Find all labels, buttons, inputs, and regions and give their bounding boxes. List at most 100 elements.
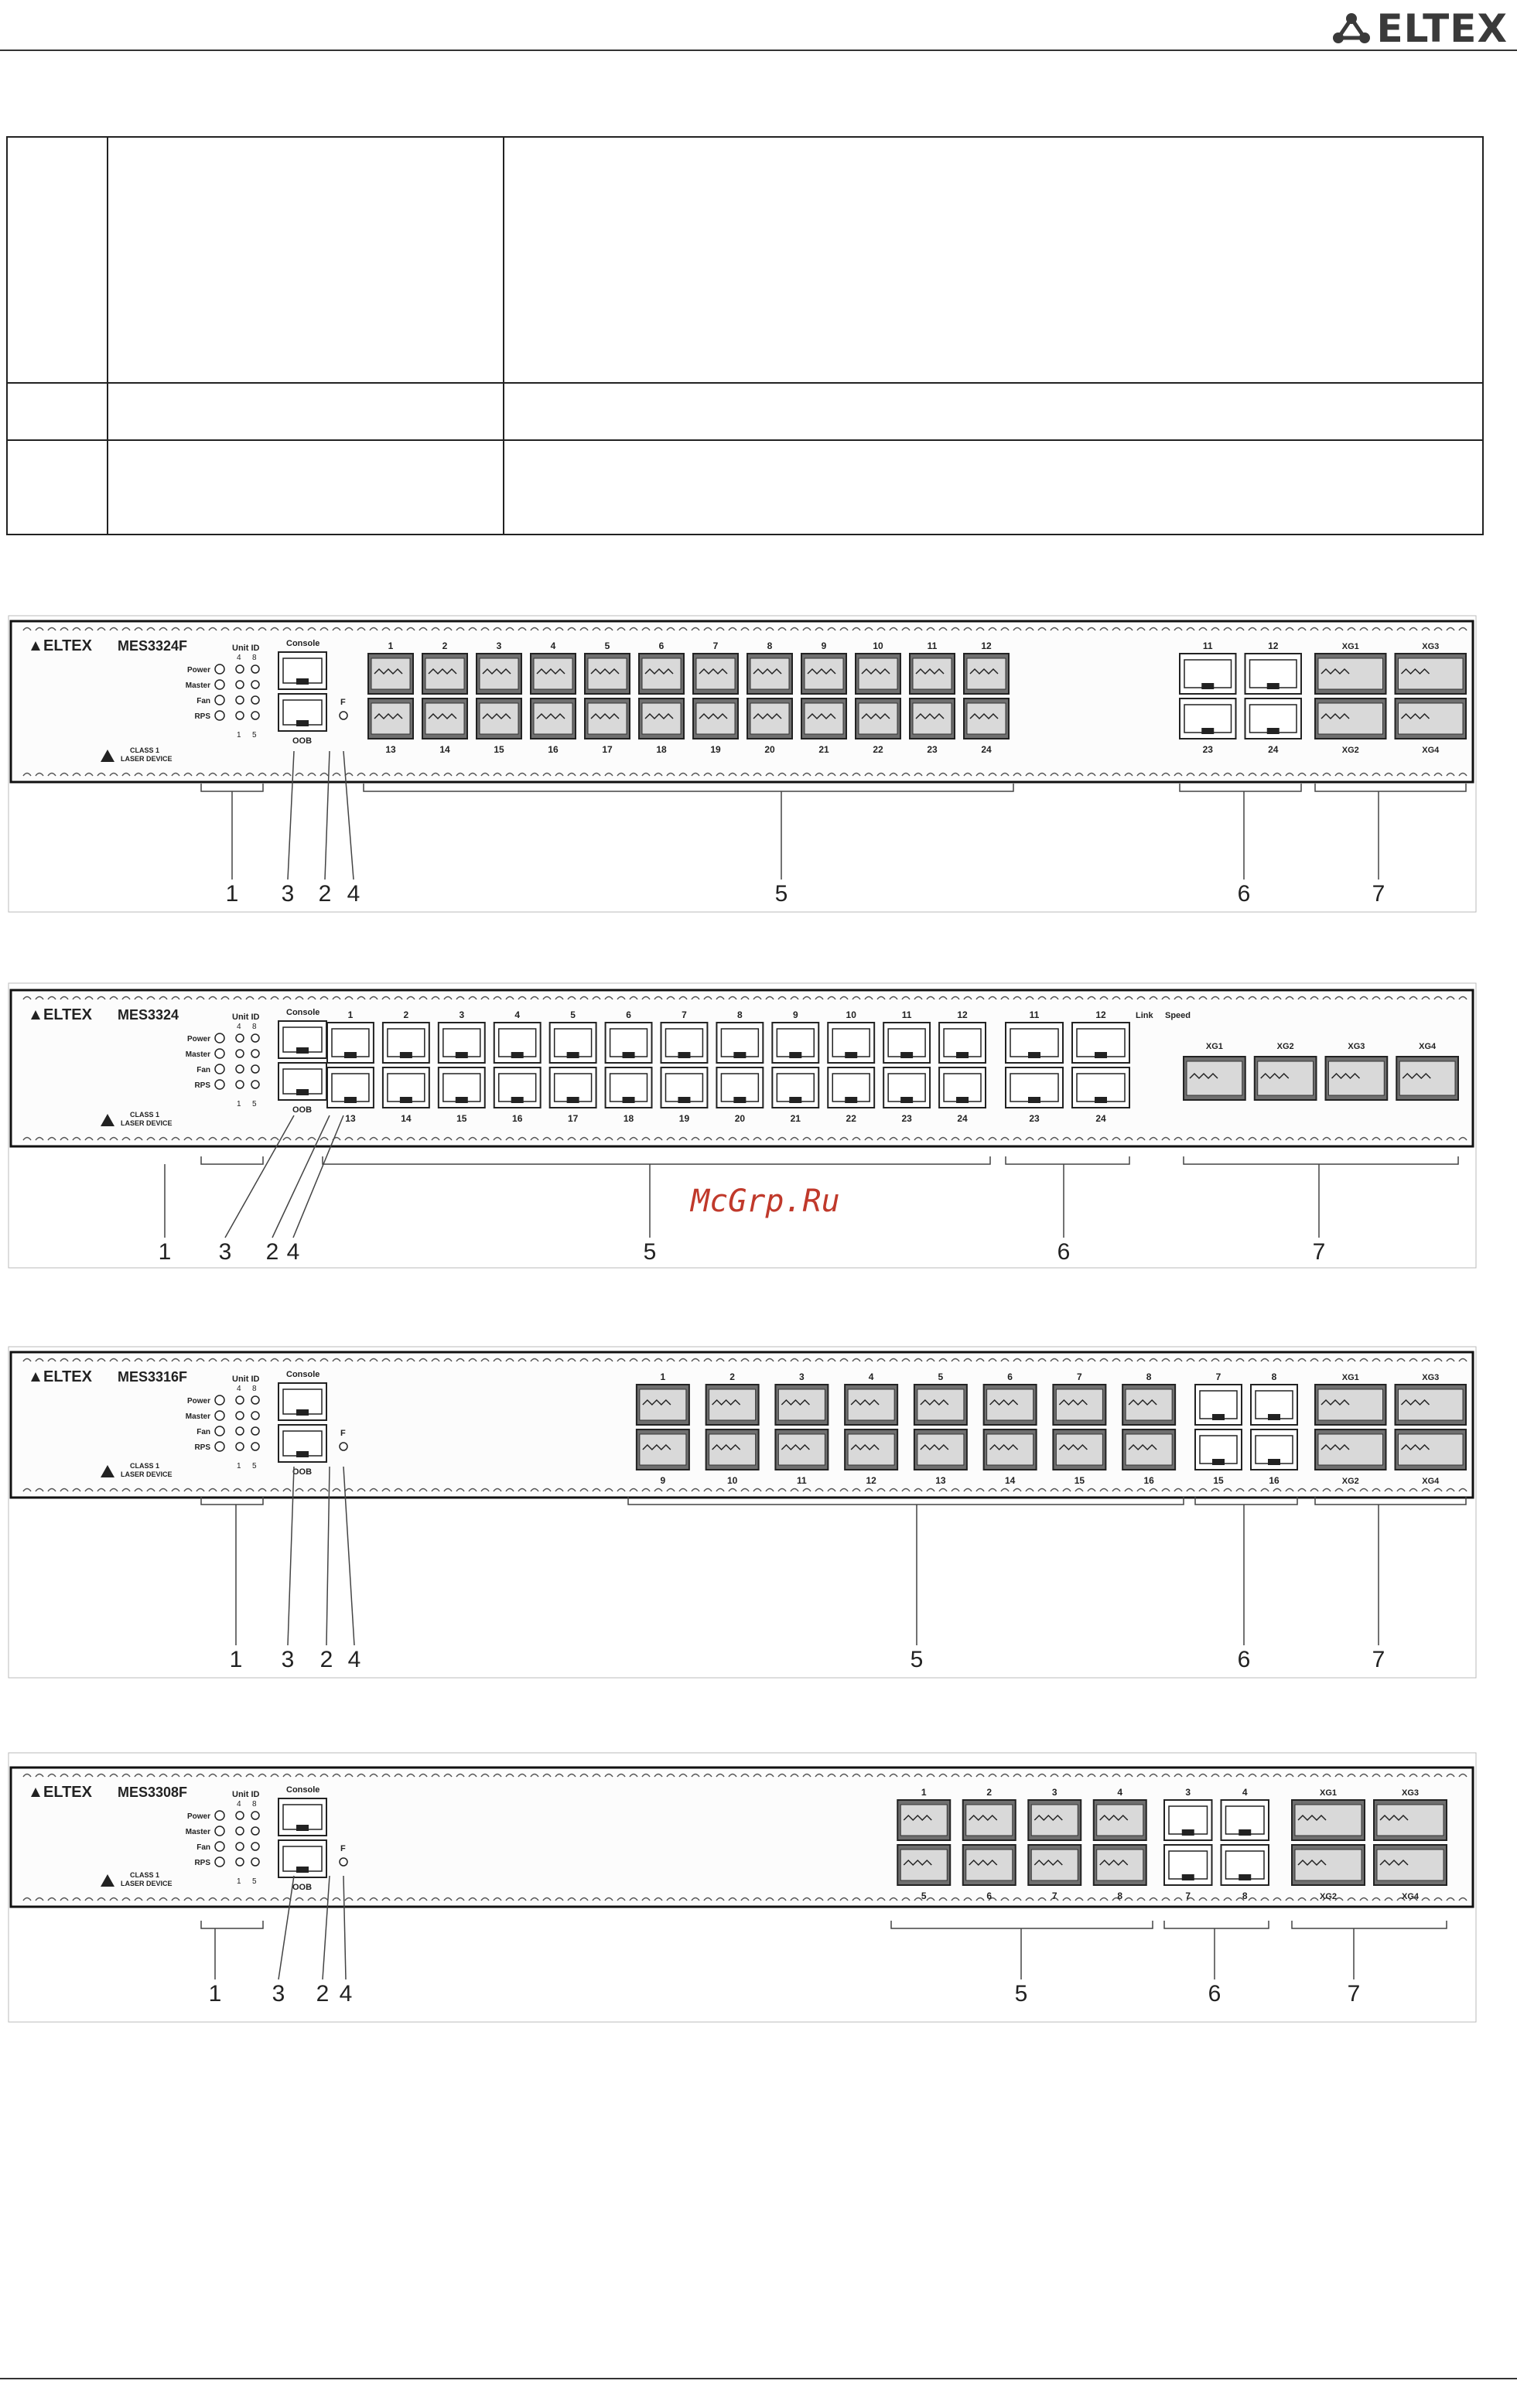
vent-hole-bottom <box>963 1136 972 1141</box>
vent-hole-top <box>852 1773 861 1778</box>
port-number-bottom: 16 <box>1143 1475 1154 1486</box>
port-top-latch <box>566 1052 579 1058</box>
vent-hole-bottom <box>654 1136 663 1141</box>
callout-number: 2 <box>266 1239 279 1265</box>
port-number-top: 1 <box>348 1009 354 1020</box>
vent-hole-top <box>406 1773 415 1778</box>
vent-hole-bottom <box>839 1897 849 1901</box>
vent-hole-top <box>901 627 911 631</box>
vent-hole-bottom <box>505 1136 514 1141</box>
vent-hole-top <box>1112 627 1121 631</box>
callout-bracket <box>1291 1921 1447 1929</box>
vent-hole-bottom <box>159 1487 168 1492</box>
port-number-bottom: 24 <box>957 1113 968 1124</box>
vent-hole-bottom <box>1075 1136 1084 1141</box>
vent-hole-top <box>208 996 217 1000</box>
vent-hole-bottom <box>963 1487 972 1492</box>
vent-hole-bottom <box>121 1487 131 1492</box>
combo-number-bottom: 15 <box>1213 1475 1224 1486</box>
combo-port-top-latch <box>1028 1052 1040 1058</box>
vent-hole-bottom <box>518 1487 527 1492</box>
vent-hole-bottom <box>604 772 613 777</box>
vent-hole-bottom <box>1075 772 1084 777</box>
port-top-zigzag <box>969 1814 998 1822</box>
vent-hole-bottom <box>790 1487 799 1492</box>
vent-hole-top <box>146 1358 155 1362</box>
port-number-bottom: 14 <box>1005 1475 1016 1486</box>
vent-hole-top <box>777 1773 787 1778</box>
vent-hole-bottom <box>617 1487 626 1492</box>
vent-hole-top <box>864 1773 873 1778</box>
vent-hole-bottom <box>357 1136 366 1141</box>
combo-number-bottom: 23 <box>1029 1113 1040 1124</box>
table-row <box>6 136 1484 384</box>
port-number-bottom: 5 <box>921 1891 927 1901</box>
xg-port-label-top: XG1 <box>1342 1373 1359 1382</box>
vent-hole-top <box>493 627 502 631</box>
vent-hole-top <box>307 627 316 631</box>
vent-hole-top <box>666 996 675 1000</box>
vent-hole-top <box>1025 996 1034 1000</box>
vent-hole-top <box>1198 627 1208 631</box>
vent-hole-bottom <box>716 1897 725 1901</box>
vent-hole-bottom <box>728 1487 737 1492</box>
xg-port-label-bottom: XG2 <box>1320 1892 1337 1901</box>
vent-hole-bottom <box>914 772 923 777</box>
vent-hole-top <box>839 996 849 1000</box>
vent-hole-bottom <box>1260 1897 1269 1901</box>
callout-bracket <box>363 784 1014 792</box>
vent-hole-bottom <box>1050 1897 1059 1901</box>
vent-hole-top <box>1149 1358 1158 1362</box>
laser-warning-icon <box>101 1465 114 1477</box>
vent-hole-top <box>1384 627 1393 631</box>
vent-hole-bottom <box>1124 1487 1133 1492</box>
vent-hole-bottom <box>1334 772 1344 777</box>
vent-hole-bottom <box>1372 1897 1381 1901</box>
vent-hole-bottom <box>1112 1487 1121 1492</box>
port-bottom-zigzag <box>428 712 457 720</box>
vent-hole-bottom <box>196 1897 205 1901</box>
vent-hole-top <box>1099 627 1109 631</box>
port-number-bottom: 11 <box>797 1475 807 1486</box>
vent-hole-bottom <box>1087 1487 1096 1492</box>
vent-hole-bottom <box>1161 1136 1170 1141</box>
vent-hole-bottom <box>988 1136 997 1141</box>
vent-hole-top <box>35 1773 44 1778</box>
vent-hole-bottom <box>567 1487 576 1492</box>
vent-hole-bottom <box>592 1136 601 1141</box>
vent-hole-bottom <box>1359 772 1368 777</box>
port-bottom-zigzag <box>590 712 620 720</box>
port-top-cage <box>750 658 790 690</box>
vent-hole-top <box>530 1773 539 1778</box>
vent-hole-top <box>84 996 94 1000</box>
vent-hole-top <box>1087 627 1096 631</box>
vent-hole-top <box>319 627 329 631</box>
vent-hole-top <box>777 996 787 1000</box>
vent-hole-bottom <box>641 1897 651 1901</box>
vent-hole-bottom <box>654 772 663 777</box>
vent-hole-top <box>691 1773 700 1778</box>
vent-hole-top <box>1396 996 1406 1000</box>
port-bottom-zigzag <box>642 1443 671 1451</box>
vent-hole-top <box>159 996 168 1000</box>
port-bottom-latch <box>622 1097 635 1103</box>
vent-hole-bottom <box>270 772 279 777</box>
vent-hole-top <box>988 627 997 631</box>
vent-hole-top <box>1223 1358 1232 1362</box>
vent-hole-top <box>22 627 32 631</box>
vent-hole-top <box>567 1773 576 1778</box>
vent-hole-bottom <box>1013 1897 1022 1901</box>
unit-id-led <box>251 664 260 674</box>
vent-hole-top <box>183 1358 193 1362</box>
vent-hole-bottom <box>84 772 94 777</box>
vent-hole-bottom <box>208 1487 217 1492</box>
vent-hole-bottom <box>839 1487 849 1492</box>
vent-hole-top <box>60 1773 69 1778</box>
vent-hole-top <box>1409 627 1418 631</box>
vent-hole-top <box>282 627 292 631</box>
vent-hole-bottom <box>914 1897 923 1901</box>
port-number-top: 2 <box>729 1371 735 1382</box>
port-bottom-cage <box>587 702 627 735</box>
